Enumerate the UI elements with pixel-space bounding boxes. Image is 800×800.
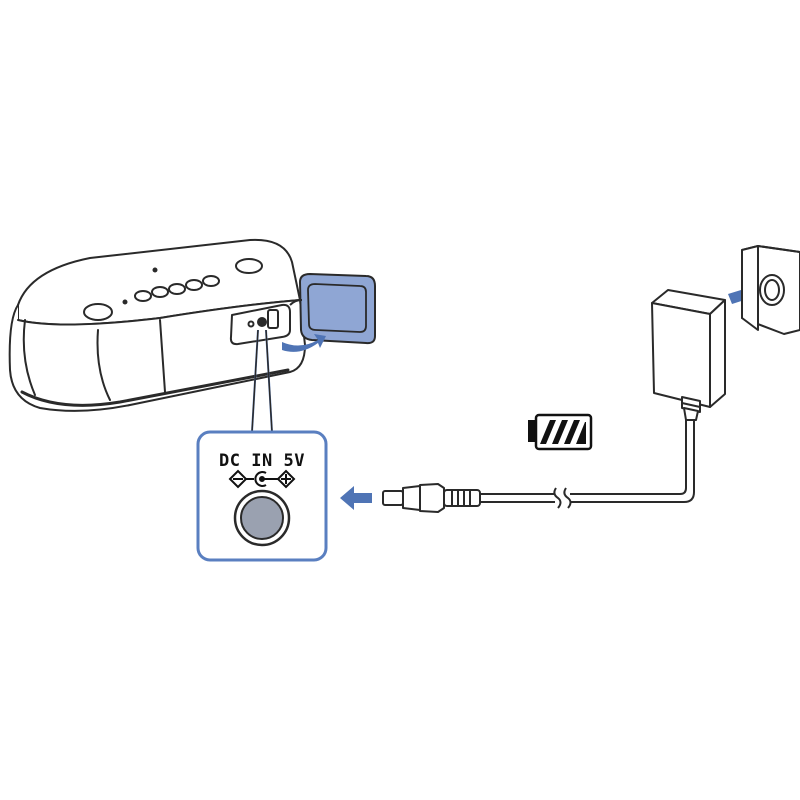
insert-arrow-icon [340, 486, 372, 510]
wall-outlet [741, 245, 800, 335]
open-flap-arrow-icon [282, 334, 326, 352]
dc-polarity-icon [228, 469, 296, 489]
port-cover-flap [289, 273, 376, 345]
dc-jack-panel: DC IN 5V [196, 430, 328, 562]
battery-charging-icon [528, 413, 593, 451]
speaker [8, 238, 306, 412]
dc-in-label: DC IN 5V [219, 451, 305, 471]
dc-plug [382, 483, 481, 513]
power-cable [480, 420, 695, 509]
ac-adapter [651, 289, 726, 421]
